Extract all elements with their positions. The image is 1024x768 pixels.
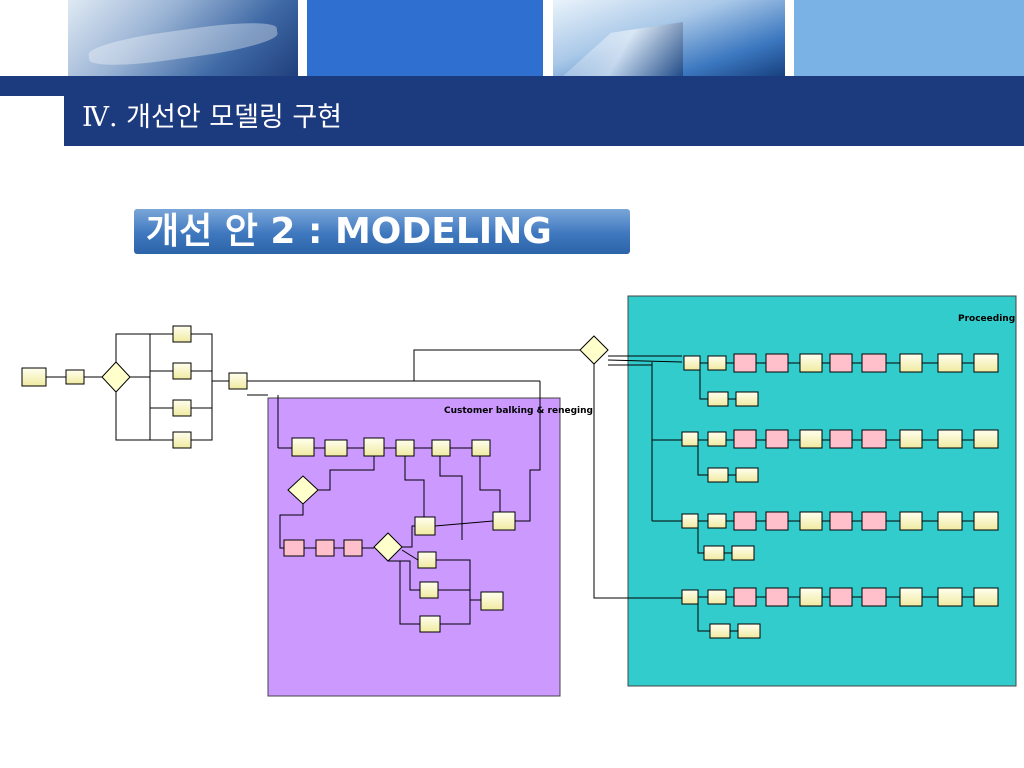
remove-4 [419, 615, 441, 633]
route-module-1 [172, 325, 192, 343]
remove-3 [419, 581, 439, 599]
subtitle-text: 개선 안 2 : MODELING [146, 211, 552, 252]
record-renege [480, 591, 504, 611]
building-photo [553, 0, 785, 76]
decide-module-top [579, 335, 609, 365]
seize-module-4 [471, 439, 491, 457]
balking-pink-modules [283, 539, 363, 557]
subtitle-badge [134, 209, 630, 254]
light-blue-panel [794, 0, 1024, 76]
remove-1 [414, 516, 436, 536]
delay-module [291, 437, 315, 457]
create-module [21, 367, 47, 387]
route-module-4 [172, 431, 192, 449]
blue-panel [307, 0, 543, 76]
header-banner [0, 0, 1024, 76]
balking-modules [287, 437, 516, 633]
keyboard-photo [68, 0, 298, 76]
arrival-section [21, 325, 248, 449]
title-box [64, 76, 1024, 146]
assign-wait [324, 439, 348, 457]
balking-region-label: Customer balking & reneging [444, 406, 593, 416]
route-module-2 [172, 362, 192, 380]
decide-module-1 [101, 361, 131, 393]
remove-2 [417, 551, 437, 569]
proceeding-lanes [681, 353, 999, 639]
route-module-3 [172, 399, 192, 417]
record-balk [492, 511, 516, 531]
slide-title: Ⅳ. 개선안 모델링 구현 [82, 102, 343, 133]
seize-module-2 [395, 439, 415, 457]
record-module [228, 372, 248, 390]
assign-module [65, 369, 85, 385]
proceeding-region-label: Proceeding [958, 314, 1015, 324]
seize-module-3 [431, 439, 451, 457]
seize-module-1 [363, 437, 385, 457]
simulation-model-diagram: Customer balking & reneging Proceeding [21, 295, 1017, 697]
